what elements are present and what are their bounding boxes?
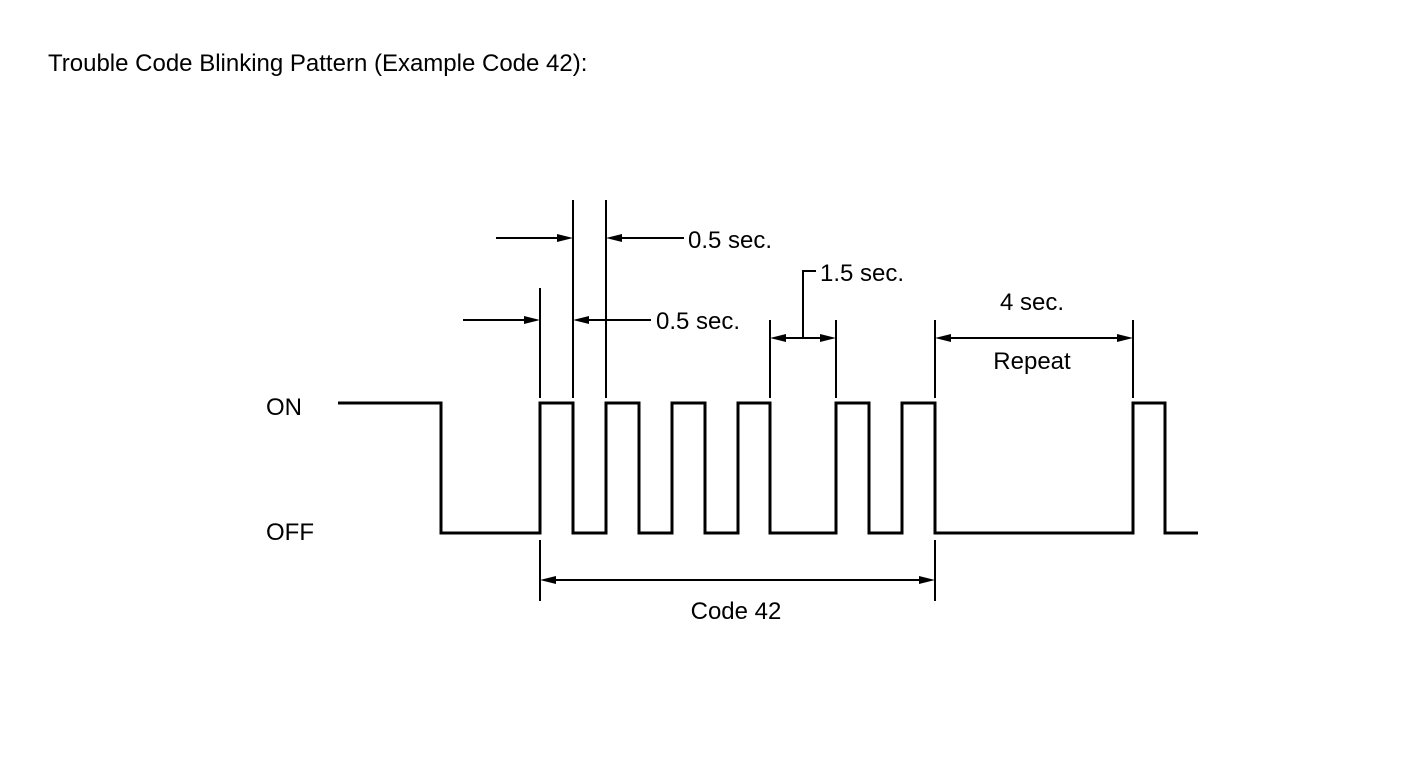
arrowhead-left — [606, 234, 622, 242]
upper-duration-label: 0.5 sec. — [688, 227, 772, 254]
repeat-gap-label: 4 sec. — [1000, 289, 1064, 316]
arrowhead-right — [557, 234, 573, 242]
arrowhead-left — [935, 334, 951, 342]
extension-lines — [539, 200, 1134, 601]
digit-gap-label: 1.5 sec. — [820, 260, 904, 287]
digit-gap-leader — [802, 270, 816, 338]
arrowhead-right — [919, 576, 935, 584]
diagram-title: Trouble Code Blinking Pattern (Example C… — [48, 50, 588, 77]
repeat-label: Repeat — [993, 348, 1071, 375]
arrowhead-left — [573, 316, 589, 324]
arrowhead-left — [540, 576, 556, 584]
dimension-digit-gap: 1.5 sec. — [770, 260, 904, 342]
arrowhead-right — [1117, 334, 1133, 342]
arrowhead-right — [820, 334, 836, 342]
code-span-label: Code 42 — [691, 598, 782, 625]
arrowhead-left — [770, 334, 786, 342]
dimension-upper-half-second: 0.5 sec. — [496, 227, 772, 254]
dimension-repeat-gap: 4 sec. Repeat — [935, 289, 1133, 375]
lower-duration-label: 0.5 sec. — [656, 308, 740, 335]
off-level-label: OFF — [266, 519, 314, 546]
arrowhead-right — [524, 316, 540, 324]
dimension-code-span: Code 42 — [540, 576, 935, 625]
signal-waveform — [338, 401, 1198, 535]
on-level-label: ON — [266, 394, 302, 421]
dimension-lower-half-second: 0.5 sec. — [463, 308, 740, 335]
